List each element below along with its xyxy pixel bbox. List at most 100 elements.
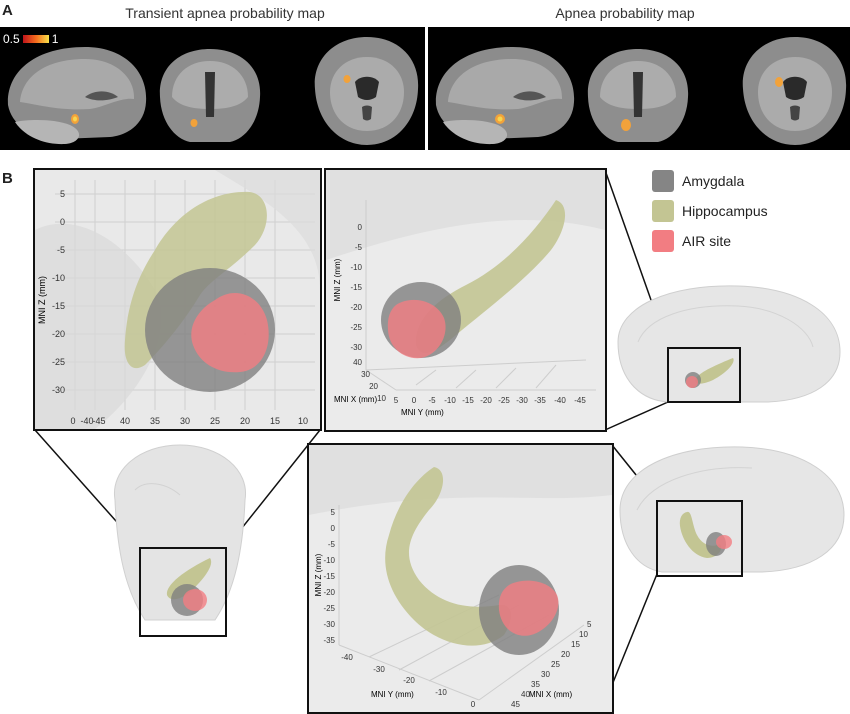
x-tick: 10 [298, 416, 308, 426]
x-tick: 30 [180, 416, 190, 426]
y-tick: -10 [435, 688, 447, 697]
z-tick: -15 [350, 283, 362, 292]
z-tick: -30 [350, 343, 362, 352]
panel-b-letter: B [2, 170, 13, 187]
zoom-box-coronal: MNI Z (mm) 5 0 -5 -10 -15 -20 -25 -30 0 … [33, 168, 322, 431]
y-tick: -5 [428, 396, 436, 405]
coronal-brain-slice [587, 49, 689, 142]
x-tick: 25 [551, 660, 560, 669]
hippocampus-shape [385, 467, 511, 646]
legend-item-amygdala: Amygdala [652, 168, 768, 194]
z-tick: -10 [350, 263, 362, 272]
z-axis-label: MNI Z (mm) [333, 258, 342, 301]
scale-min-label: 0.5 [3, 32, 20, 46]
x-axis-label: MNI X (mm) [334, 395, 377, 404]
air-site-shape [498, 580, 559, 636]
y-tick: 5 [60, 189, 65, 199]
z-tick: 0 [358, 223, 363, 232]
y-tick: -15 [52, 301, 65, 311]
legend-item-hippocampus: Hippocampus [652, 198, 768, 224]
x-tick: 40 [521, 690, 530, 699]
axial-brain-slice [742, 37, 847, 145]
z-tick: -30 [323, 620, 335, 629]
x-tick: 25 [210, 416, 220, 426]
y-tick: -40 [554, 396, 566, 405]
y-tick: 0 [471, 700, 476, 709]
air-site-shape [387, 299, 446, 359]
y-tick: -5 [57, 245, 65, 255]
axial-brain-slice [314, 37, 419, 145]
sagittal-brain-slice [435, 47, 575, 145]
hippocampus-swatch [652, 200, 674, 222]
x-axis-label: MNI X (mm) [529, 690, 572, 699]
y-tick: -10 [444, 396, 456, 405]
x-tick: 40 [353, 358, 362, 367]
x-tick: 30 [541, 670, 550, 679]
zoom-box-axial: MNI Z (mm) 5 0 -5 -10 -15 -20 -25 -30 -3… [307, 443, 614, 714]
y-tick: -45 [574, 396, 586, 405]
amygdala-swatch [652, 170, 674, 192]
x-tick: 10 [579, 630, 588, 639]
scale-max-label: 1 [51, 32, 59, 46]
x-tick: 20 [240, 416, 250, 426]
y-tick: 5 [394, 396, 399, 405]
x-tick: 30 [361, 370, 370, 379]
apnea-title: Apnea probability map [555, 5, 695, 21]
y-tick: 0 [412, 396, 417, 405]
y-tick: -10 [52, 273, 65, 283]
legend-item-air-site: AIR site [652, 228, 768, 254]
legend-label: Amygdala [682, 173, 745, 189]
x-tick: 5 [587, 620, 592, 629]
y-tick: -30 [516, 396, 528, 405]
air-site-shape [191, 292, 269, 373]
y-tick: -20 [403, 676, 415, 685]
x-tick: 35 [531, 680, 540, 689]
y-tick: -20 [52, 329, 65, 339]
z-tick: -25 [350, 323, 362, 332]
z-tick: -20 [350, 303, 362, 312]
y-axis-label: MNI Z (mm) [37, 276, 47, 324]
y-tick: -25 [52, 357, 65, 367]
y-tick: -30 [373, 665, 385, 674]
y-tick: -15 [462, 396, 474, 405]
x-tick: 10 [377, 394, 386, 403]
coronal-brain-thumbnail [113, 444, 247, 637]
y-tick: -30 [52, 385, 65, 395]
y-axis-label: MNI Y (mm) [371, 690, 414, 699]
z-tick: -10 [323, 556, 335, 565]
z-tick: -35 [323, 636, 335, 645]
y-tick: -25 [498, 396, 510, 405]
x-tick: 40 [120, 416, 130, 426]
x-tick: 15 [270, 416, 280, 426]
x-tick: 45 [511, 700, 520, 709]
legend-label: AIR site [682, 233, 732, 249]
x-tick: 15 [571, 640, 580, 649]
zoom-box-oblique: MNI Z (mm) 0 -5 -10 -15 -20 -25 -30 40 3… [324, 168, 607, 432]
sagittal-brain-thumbnail-bottom [619, 446, 845, 577]
coronal-brain-slice [159, 49, 261, 142]
x-tick: -45 [92, 416, 105, 426]
x-tick: -40 [80, 416, 93, 426]
z-tick: -20 [323, 588, 335, 597]
probability-color-scale: 0.5 1 [3, 32, 58, 46]
air-site-swatch [652, 230, 674, 252]
z-tick: 5 [331, 508, 336, 517]
y-tick: -20 [480, 396, 492, 405]
z-tick: -25 [323, 604, 335, 613]
z-tick: 0 [331, 524, 336, 533]
y-axis-label: MNI Y (mm) [401, 408, 444, 417]
structure-legend: Amygdala Hippocampus AIR site [652, 168, 768, 258]
sagittal-brain-slice [7, 47, 147, 145]
x-tick: 20 [369, 382, 378, 391]
x-tick: 20 [561, 650, 570, 659]
y-tick: -35 [534, 396, 546, 405]
z-tick: -15 [323, 572, 335, 581]
panel-a-letter: A [2, 2, 13, 19]
z-tick: -5 [355, 243, 363, 252]
legend-label: Hippocampus [682, 203, 768, 219]
y-tick: -40 [341, 653, 353, 662]
transient-apnea-map-strip [0, 27, 425, 150]
sagittal-brain-thumbnail-top [617, 285, 841, 403]
transient-apnea-title: Transient apnea probability map [125, 5, 325, 21]
z-tick: -5 [328, 540, 336, 549]
